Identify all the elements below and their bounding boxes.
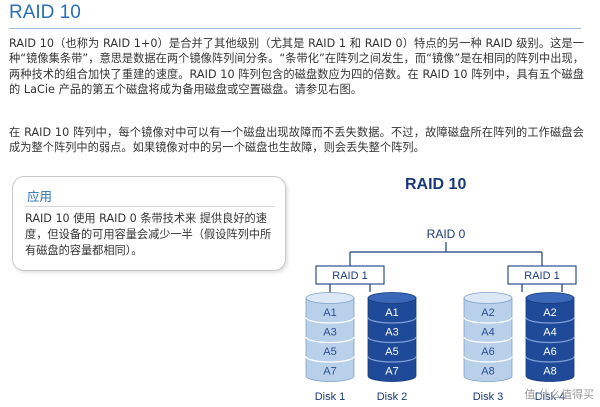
page-title: RAID 10 [9,2,81,23]
disk-block-label: A3 [323,326,336,338]
raid1-branches [329,284,563,294]
disk-divider [367,336,417,344]
disk-block-label: A2 [543,307,556,319]
watermark: 值 什么值得买 [524,388,595,401]
raid1-group-left: RAID 1 [315,265,385,285]
disk-top [367,292,417,304]
disk-divider [463,317,513,324]
raid1-label-right: RAID 1 [524,270,559,282]
disk-divider [525,336,575,344]
application-rule [25,206,275,207]
disk-divider [463,336,513,344]
disk-top [525,292,575,304]
disk-divider [367,317,417,324]
disk-block-label: A5 [385,346,398,358]
application-callout: 应用 RAID 10 使用 RAID 0 条带技术来 提供良好的速度，但设备的可… [12,176,286,271]
disk-body [305,297,355,382]
disk-block-label: A8 [543,365,556,377]
disk-block-label: A1 [323,307,336,319]
disk-divider [305,317,355,324]
disk-name-label: Disk 2 [377,391,408,403]
disk-name-label: Disk 1 [315,391,346,403]
disk-top [463,292,513,304]
disk-block-label: A3 [385,326,398,338]
disk-divider [305,356,355,363]
diagram-title: RAID 10 [405,176,467,193]
disk-block-label: A5 [323,346,336,358]
disk-body [525,297,575,382]
application-text: RAID 10 使用 RAID 0 条带技术来 提供良好的速度，但设备的可用容量… [25,212,272,257]
disk-divider [525,356,575,363]
fault-tolerance-paragraph: 在 RAID 10 阵列中，每个镜像对中可以有一个磁盘出现故障而不丢失数据。不过… [9,126,584,155]
disk-block-label: A4 [543,326,556,338]
disk-body [367,297,417,382]
disk-block-label: A8 [481,365,494,377]
disk-name-label: Disk 4 [535,391,566,403]
title-rule [9,28,581,29]
connector-lines [349,242,543,266]
disk-divider [305,336,355,344]
raid1-group-right: RAID 1 [507,265,577,285]
disk-block-label: A1 [385,307,398,319]
intro-paragraph: RAID 10（也称为 RAID 1+0）是合并了其他级别（尤其是 RAID 1… [9,37,584,97]
raid1-label-left: RAID 1 [332,270,367,282]
disk-block-label: A2 [481,307,494,319]
disk-block-label: A6 [481,346,494,358]
disk-name-label: Disk 3 [473,391,504,403]
disk-body [463,297,513,382]
disk-block-label: A7 [323,365,336,377]
raid0-label: RAID 0 [427,227,466,241]
disk-divider [367,356,417,363]
disk-top [305,292,355,304]
application-title: 应用 [27,189,53,204]
disk-divider [463,356,513,363]
disk-block-label: A7 [385,365,398,377]
disk-block-label: A6 [543,346,556,358]
disk-divider [525,317,575,324]
disk-block-label: A4 [481,326,494,338]
